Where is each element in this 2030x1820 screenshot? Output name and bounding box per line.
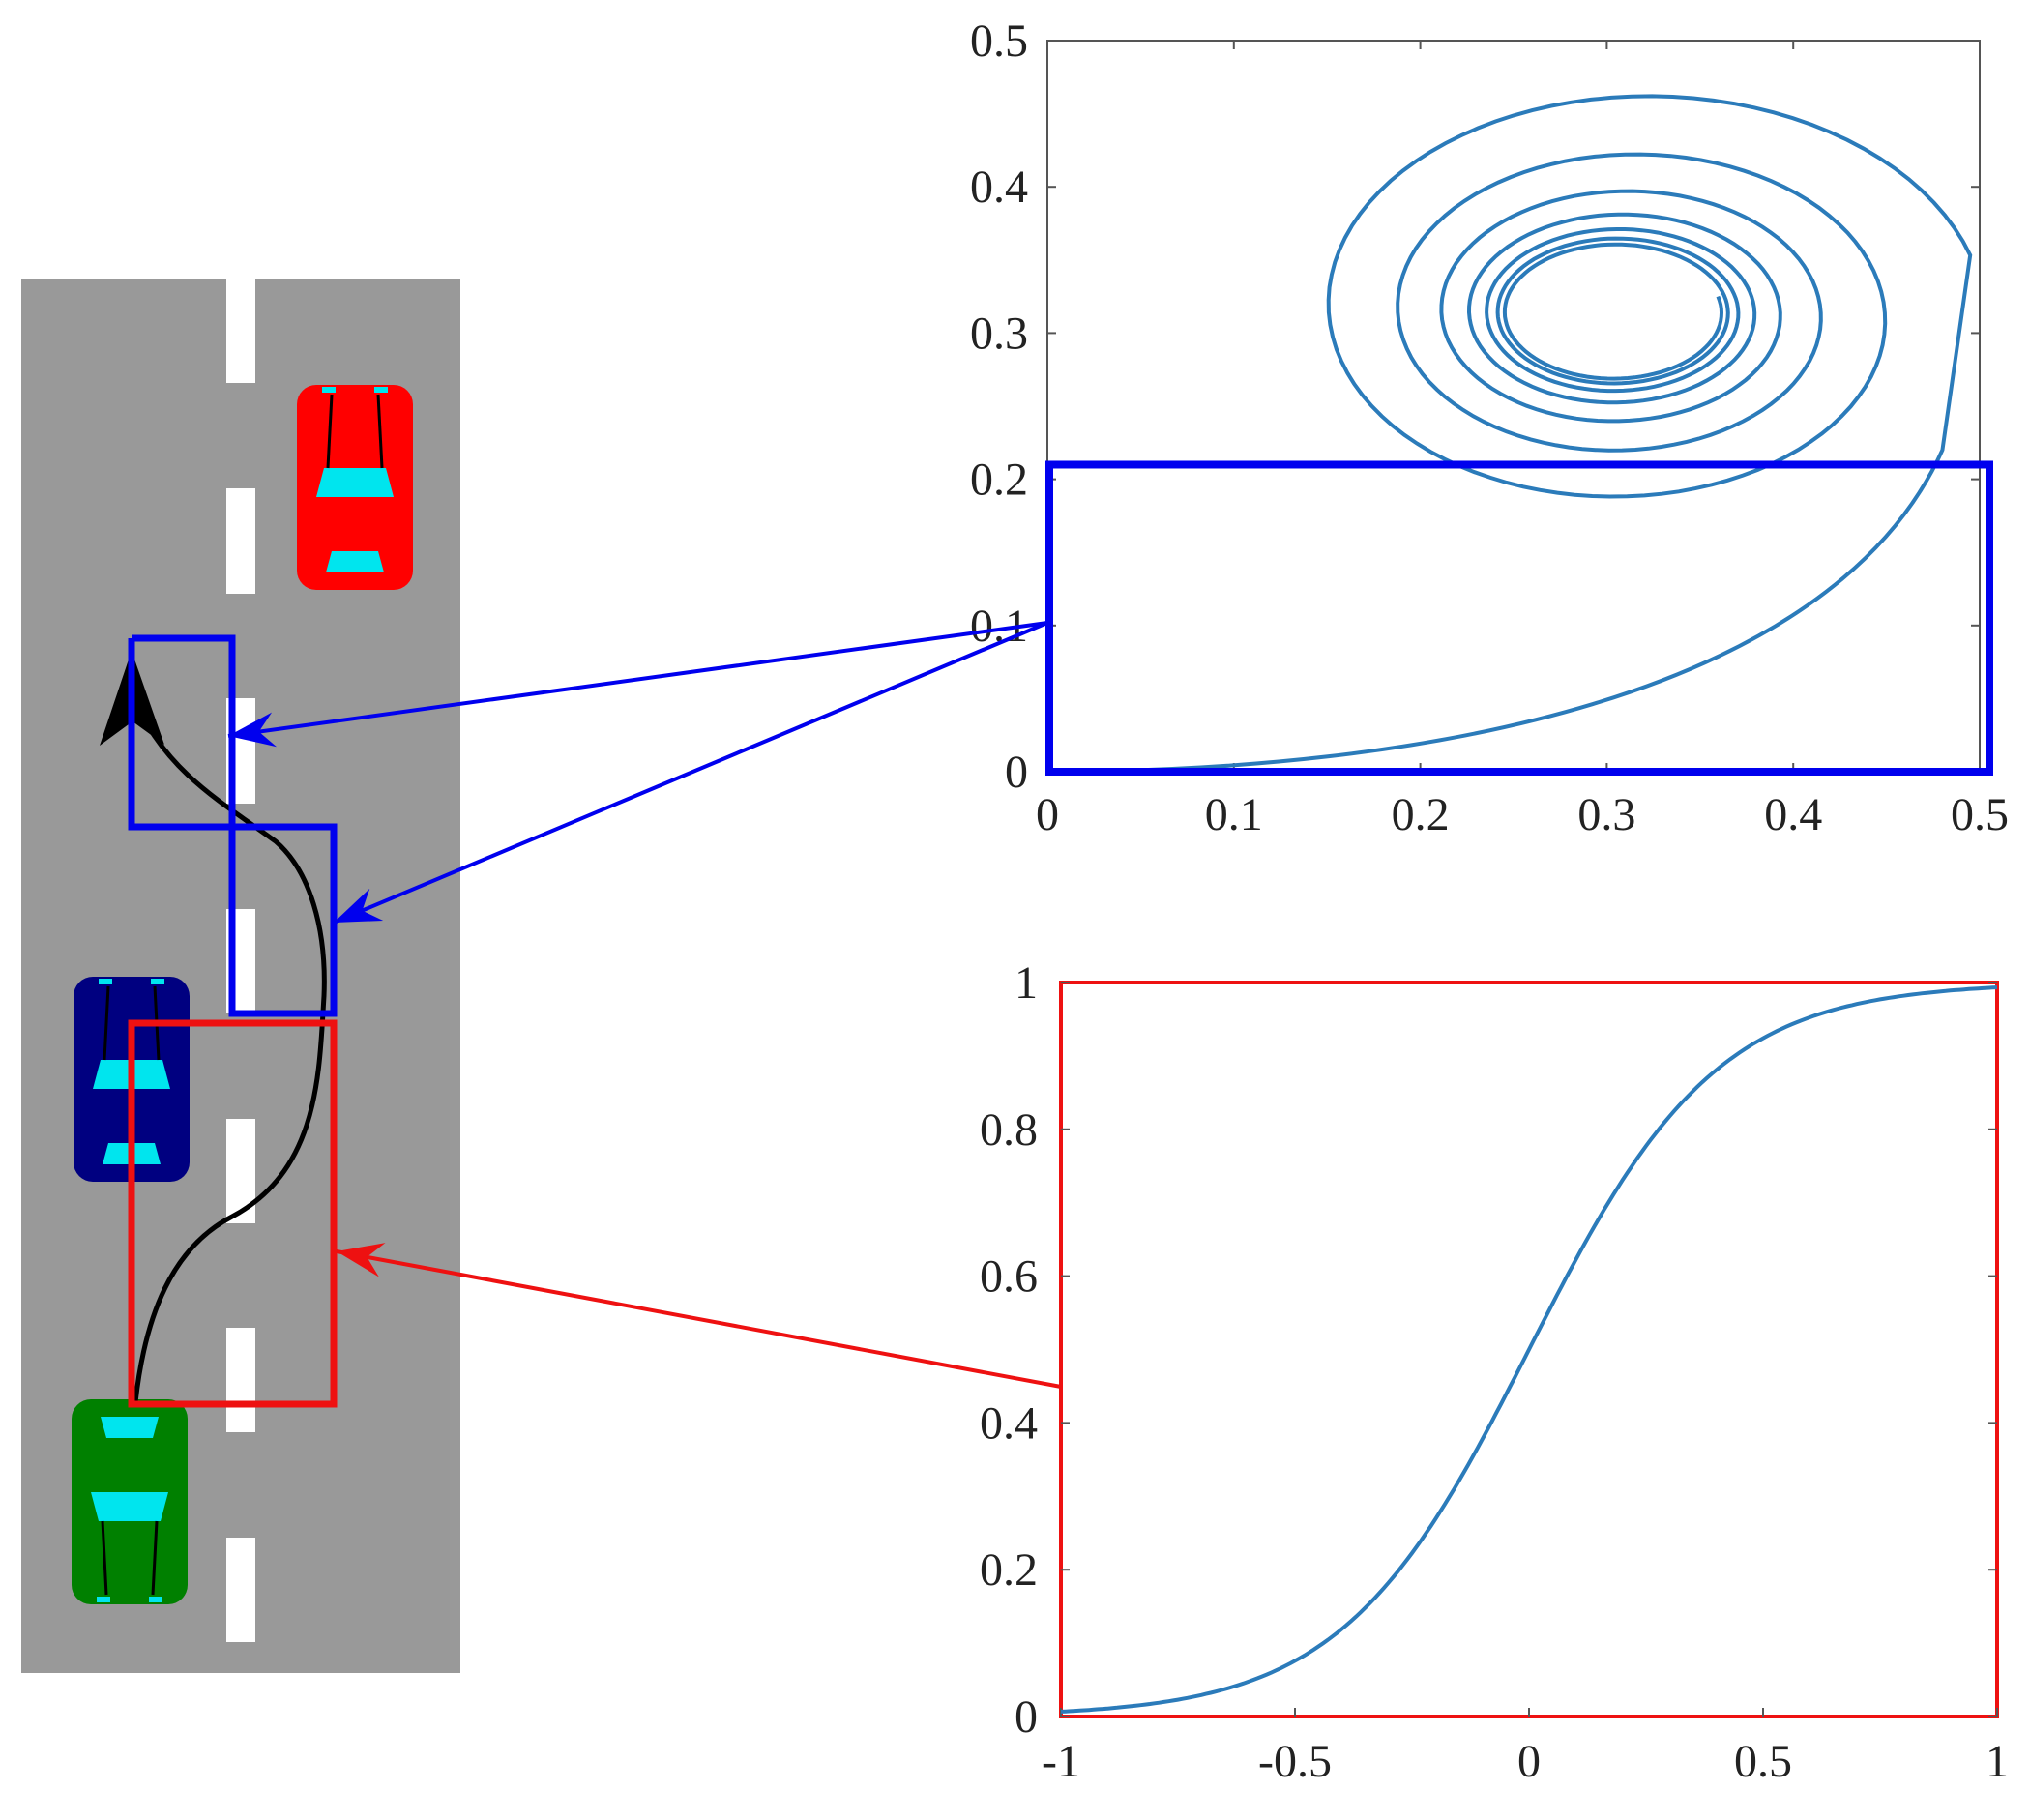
- x-tick-label: 0.4: [1764, 789, 1822, 840]
- car-icon: [297, 385, 413, 590]
- x-tick-label: 0.3: [1577, 789, 1635, 840]
- x-tick-label: 0.2: [1392, 789, 1450, 840]
- x-tick-label: 0.1: [1205, 789, 1263, 840]
- road-red-highlight-box: [128, 1019, 338, 1408]
- y-tick-label: 0.4: [980, 1397, 1038, 1449]
- arrow-icon: [228, 712, 278, 748]
- y-tick-label: 0: [1015, 1691, 1038, 1743]
- y-tick-label: 0.2: [980, 1544, 1038, 1596]
- lane-dash: [226, 1328, 255, 1432]
- connector-line: [227, 621, 1048, 738]
- x-tick-label: -1: [1042, 1736, 1080, 1787]
- road-blue-highlight-box: [128, 634, 338, 1017]
- arrow-icon: [337, 1243, 386, 1277]
- arrow-icon: [334, 888, 384, 923]
- spiral-curve: [1046, 94, 1973, 774]
- spiral-highlight-box: [1045, 460, 1993, 776]
- x-tick-label: 0.5: [1951, 789, 2009, 840]
- x-tick-label: 0: [1517, 1736, 1541, 1787]
- x-tick-label: 1: [1986, 1736, 2009, 1787]
- y-tick-label: 0.8: [980, 1104, 1038, 1156]
- bottom-chart-ticks: -1 -0.5 0 0.5 1 0 0.2 0.4 0.6 0.8 1: [980, 957, 2009, 1787]
- lane-dash: [226, 279, 255, 383]
- x-tick-label: -0.5: [1258, 1736, 1332, 1787]
- y-tick-label: 0.5: [970, 15, 1028, 67]
- lane-dash: [226, 488, 255, 594]
- connector-arrows: [227, 621, 1062, 1389]
- sigmoid-curve: [1060, 985, 1998, 1714]
- top-chart-axes-frame: [1046, 40, 1981, 773]
- x-tick-label: 0.5: [1734, 1736, 1792, 1787]
- lane-dash: [226, 1538, 255, 1642]
- y-tick-label: 0.6: [980, 1251, 1038, 1303]
- y-tick-label: 0.3: [970, 308, 1028, 359]
- cars: [72, 385, 413, 1604]
- y-tick-label: 0.4: [970, 161, 1028, 213]
- sigmoid-chart: -1 -0.5 0 0.5 1 0 0.2 0.4 0.6 0.8 1: [980, 957, 2009, 1787]
- connector-line: [336, 1249, 1062, 1389]
- car-icon: [72, 1399, 188, 1604]
- x-tick-label: 0: [1036, 789, 1059, 840]
- y-tick-label: 1: [1015, 957, 1038, 1009]
- y-tick-label: 0.2: [970, 455, 1028, 506]
- y-tick-label: 0: [1005, 747, 1028, 798]
- connector-line: [333, 621, 1048, 925]
